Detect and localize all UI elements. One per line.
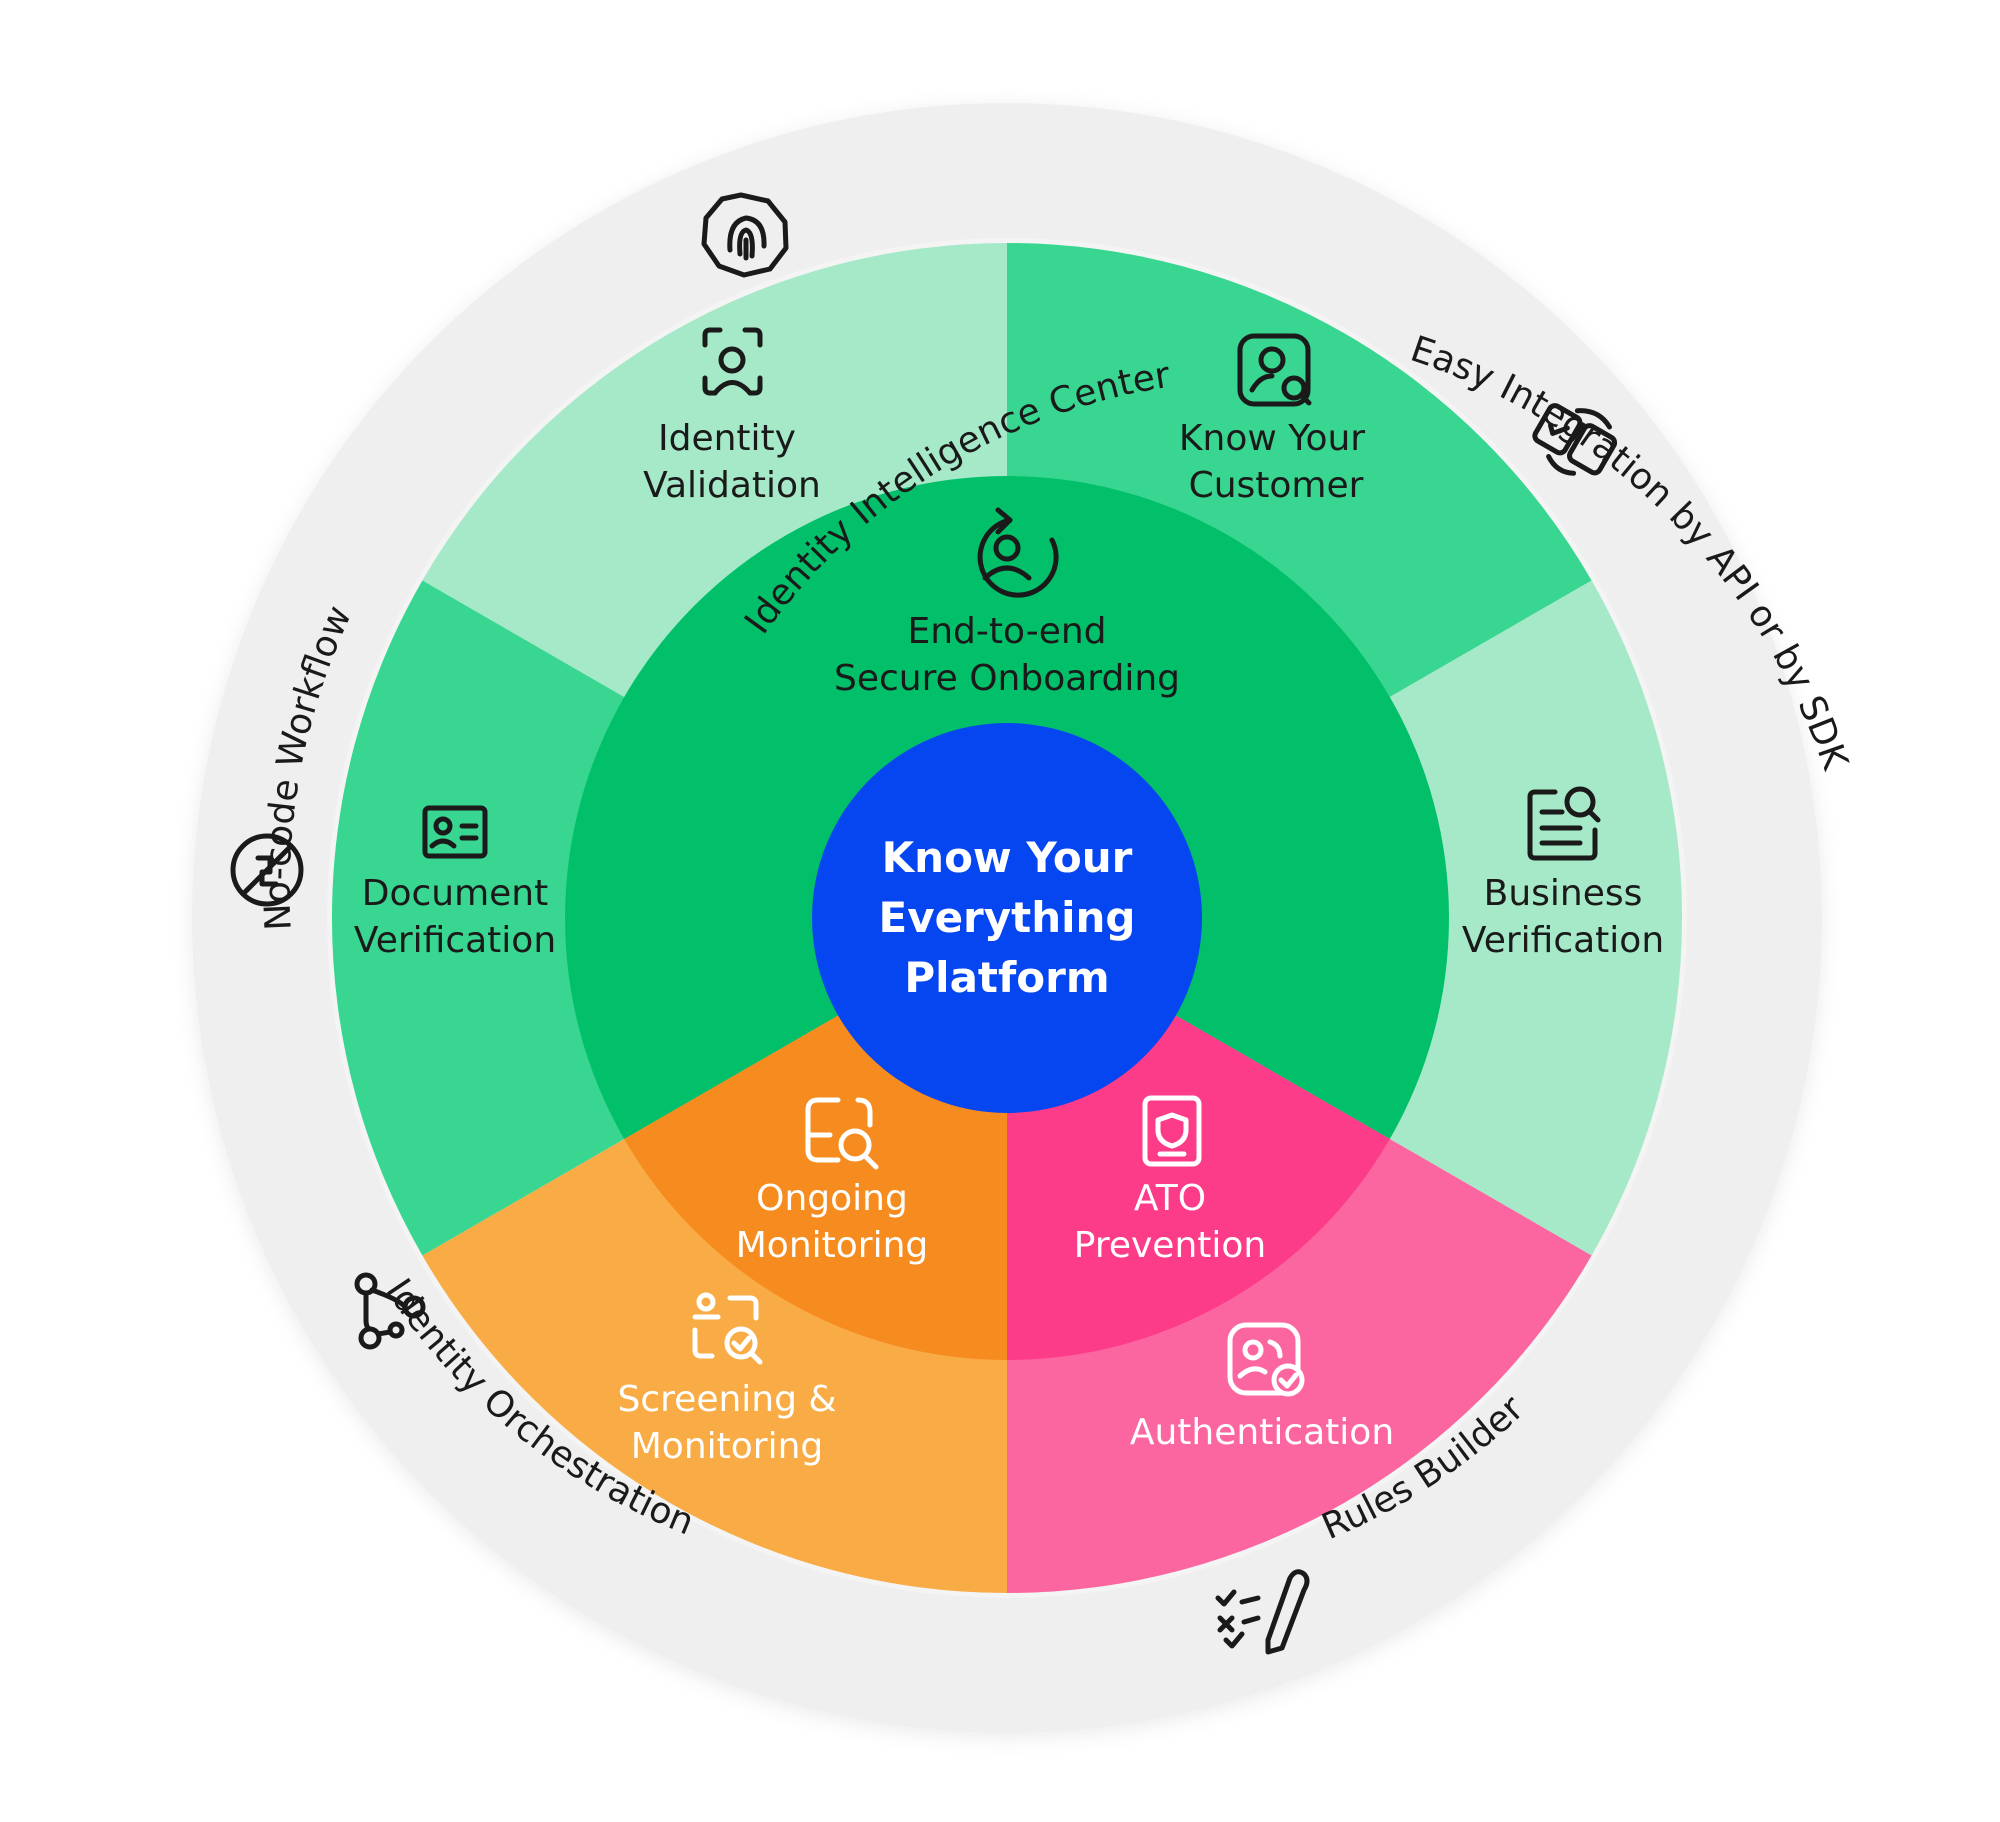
center-circle[interactable]: [812, 723, 1202, 1113]
document-shield-icon: [1142, 1095, 1202, 1167]
face-scan-icon: [702, 327, 763, 396]
document-search-icon: [1527, 786, 1601, 861]
ato-line2: Prevention: [1074, 1225, 1266, 1266]
kyc-line1: Know Your: [1179, 418, 1365, 459]
onboarding-line2: Secure Onboarding: [834, 658, 1180, 699]
profile-search-icon: [1237, 333, 1312, 407]
shield-search-icon: [805, 1097, 879, 1170]
onboarding-line1: End-to-end: [907, 611, 1106, 652]
business-verification-line1: Business: [1484, 873, 1643, 914]
center-title-line2: Everything: [879, 893, 1136, 942]
document-verification-line1: Document: [362, 873, 549, 914]
center-title-line1: Know Your: [882, 833, 1133, 882]
ato-line1: ATO: [1134, 1178, 1206, 1219]
screening-line2: Monitoring: [631, 1426, 824, 1467]
identity-validation-line2: Validation: [643, 465, 821, 506]
workflow-nodes-icon: [354, 1272, 426, 1350]
user-search-check-icon: [692, 1292, 763, 1365]
checklist-pen-icon: [1215, 1569, 1310, 1655]
authentication-label: Authentication: [1130, 1412, 1394, 1453]
center-title-line3: Platform: [904, 953, 1109, 1002]
identity-validation-line1: Identity: [658, 418, 796, 459]
ongoing-line1: Ongoing: [756, 1178, 908, 1219]
id-card-icon: [422, 805, 488, 859]
document-verification-line2: Verification: [354, 920, 556, 961]
no-code-icon: [230, 833, 304, 907]
ongoing-line2: Monitoring: [736, 1225, 929, 1266]
business-verification-line2: Verification: [1462, 920, 1664, 961]
screening-line1: Screening &: [618, 1379, 837, 1420]
user-check-icon: [1227, 1322, 1305, 1397]
integration-icon: [1532, 403, 1618, 476]
user-refresh-icon: [977, 507, 1059, 598]
kyc-line2: Customer: [1189, 465, 1364, 506]
fingerprint-icon: [701, 192, 789, 278]
